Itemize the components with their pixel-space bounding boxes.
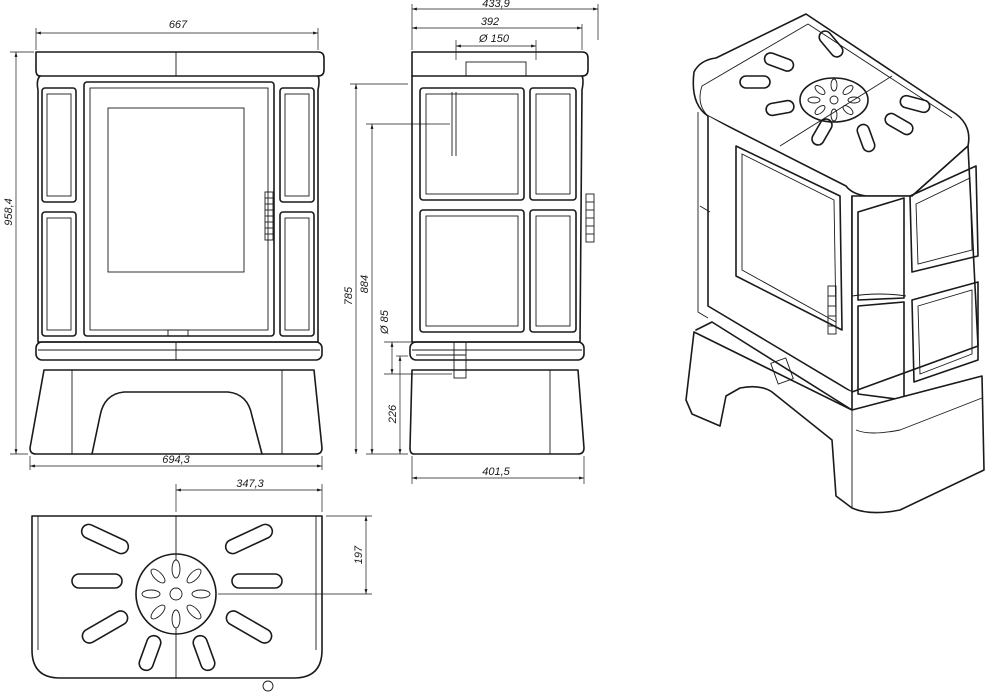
- dim-air-inlet-diameter: Ø 85: [379, 309, 391, 335]
- dim-front-top-width: 667: [169, 19, 188, 31]
- dim-side-top-depth: 392: [481, 16, 499, 28]
- dim-side-overall-depth: 433,9: [482, 0, 510, 10]
- dim-front-height: 958,4: [3, 198, 15, 226]
- side-handle-icon: [585, 193, 595, 243]
- iso-petals-icon: [739, 30, 931, 153]
- dim-side-base-depth: 401,5: [482, 466, 510, 478]
- dim-top-half-width: 347,3: [236, 478, 264, 490]
- dim-air-inlet-center-height: 226: [387, 404, 399, 424]
- dim-flue-diameter: Ø 150: [478, 33, 510, 45]
- door-handle-icon: [264, 191, 274, 241]
- iso-rosette-icon: [799, 77, 869, 123]
- rosette-vent-icon: [135, 553, 217, 635]
- dim-rear-flue-height: 884: [359, 275, 371, 293]
- dim-front-base-width: 694,3: [162, 454, 190, 466]
- dim-side-mid-height: 785: [343, 286, 355, 305]
- top-view: 347,3 197: [31, 478, 372, 692]
- front-view: 667 958,4 694,3: [3, 19, 325, 470]
- side-view: 433,9 392 Ø 150 884 785 Ø 85 226 401,5: [343, 0, 599, 484]
- petal-vents-icon: [71, 523, 283, 672]
- iso-handle-icon: [827, 285, 837, 335]
- dim-top-offset: 197: [353, 545, 365, 564]
- isometric-view: [685, 13, 985, 514]
